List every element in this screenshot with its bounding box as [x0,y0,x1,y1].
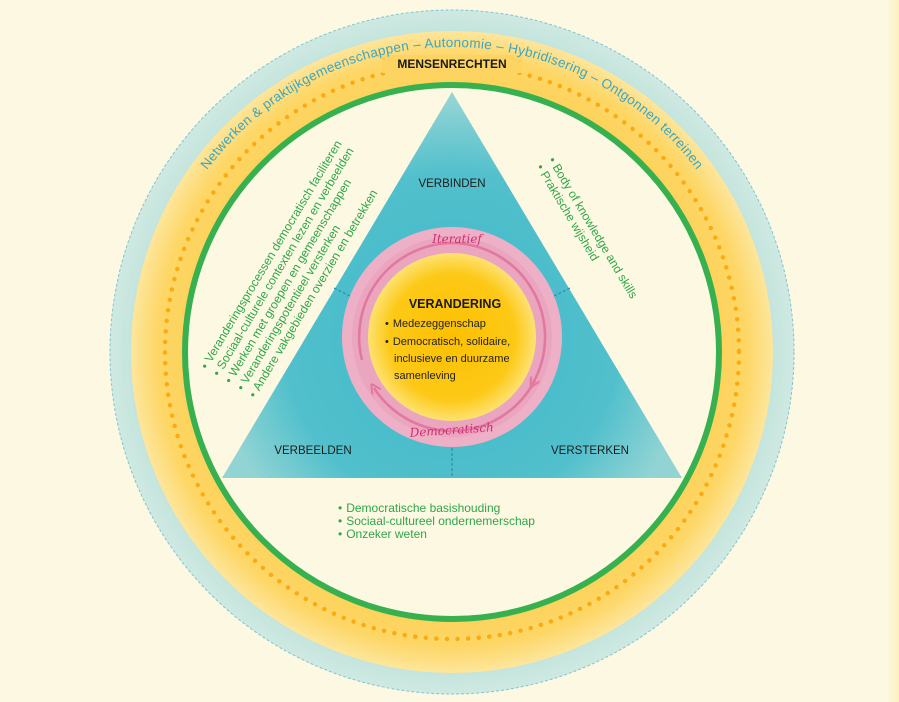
cycle-arc-left-top [357,241,453,361]
rights-title: MENSENRECHTEN [397,57,506,71]
dotted-ring [162,62,742,642]
connector-right [549,287,571,299]
center-item-text: Medezeggenschap [393,318,486,330]
center-item-text: Democratisch, solidaire, [393,336,510,348]
cycle-arrow-left [374,388,453,433]
center-title: VERANDERING [409,297,501,311]
center-item: • Democratisch, solidaire, [385,336,510,348]
corner-label-bottom-left: VERBEELDEN [274,445,351,457]
title-backdrop [382,55,522,73]
cycle-arc-right-bottom [451,379,537,433]
cycle-arrow-right [451,241,547,383]
cycle-label-bottom: Democratisch [408,420,494,440]
corner-label-top: VERBINDEN [418,178,485,190]
bottom-list-item: •Sociaal-cultureel ondernemerschap [338,514,535,528]
center-item: • Medezeggenschap [385,318,486,330]
bullet: • [385,336,389,348]
connector-left [333,287,355,299]
center-item-continuation: samenleving [394,370,456,382]
bottom-list-item: •Democratische basishouding [338,501,500,515]
bullet: • [385,318,389,330]
core-circle [368,253,536,421]
corner-label-bottom-right: VERSTERKEN [551,445,629,457]
cycle-label-top: Iteratief [431,232,484,246]
bottom-competence-list: •Democratische basishouding •Sociaal-cul… [338,501,535,541]
bottom-list-item: •Onzeker weten [338,527,427,541]
center-item-continuation: inclusieve en duurzame [394,353,510,365]
